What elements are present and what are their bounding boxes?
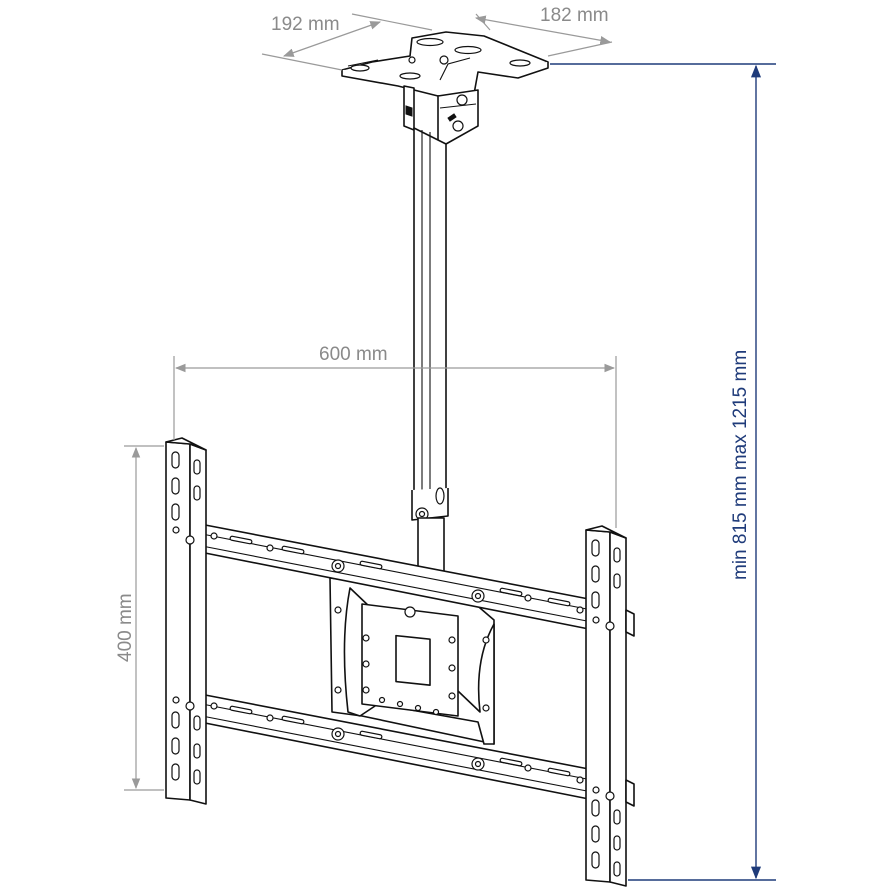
dimension-label-192: 192 mm <box>271 14 340 35</box>
pole-bracket <box>403 85 479 145</box>
right-vertical-arm <box>585 525 635 887</box>
dimension-400: 400 mm <box>115 445 164 791</box>
ceiling-plate <box>341 31 549 97</box>
extension-pole <box>411 127 449 577</box>
dimension-label-drop: min 815 mm max 1215 mm <box>730 350 751 580</box>
dimension-182: 182 mm <box>474 5 613 57</box>
dimension-192: 192 mm <box>261 13 433 71</box>
dimension-drop: min 815 mm max 1215 mm <box>550 63 776 881</box>
left-vertical-arm <box>165 437 207 805</box>
dimension-label-400: 400 mm <box>115 593 136 662</box>
dimension-label-182: 182 mm <box>540 5 609 26</box>
lower-rail <box>199 693 595 801</box>
dimension-label-600: 600 mm <box>319 344 388 365</box>
tilt-plate <box>329 577 495 745</box>
dimension-600: 600 mm <box>173 344 617 528</box>
